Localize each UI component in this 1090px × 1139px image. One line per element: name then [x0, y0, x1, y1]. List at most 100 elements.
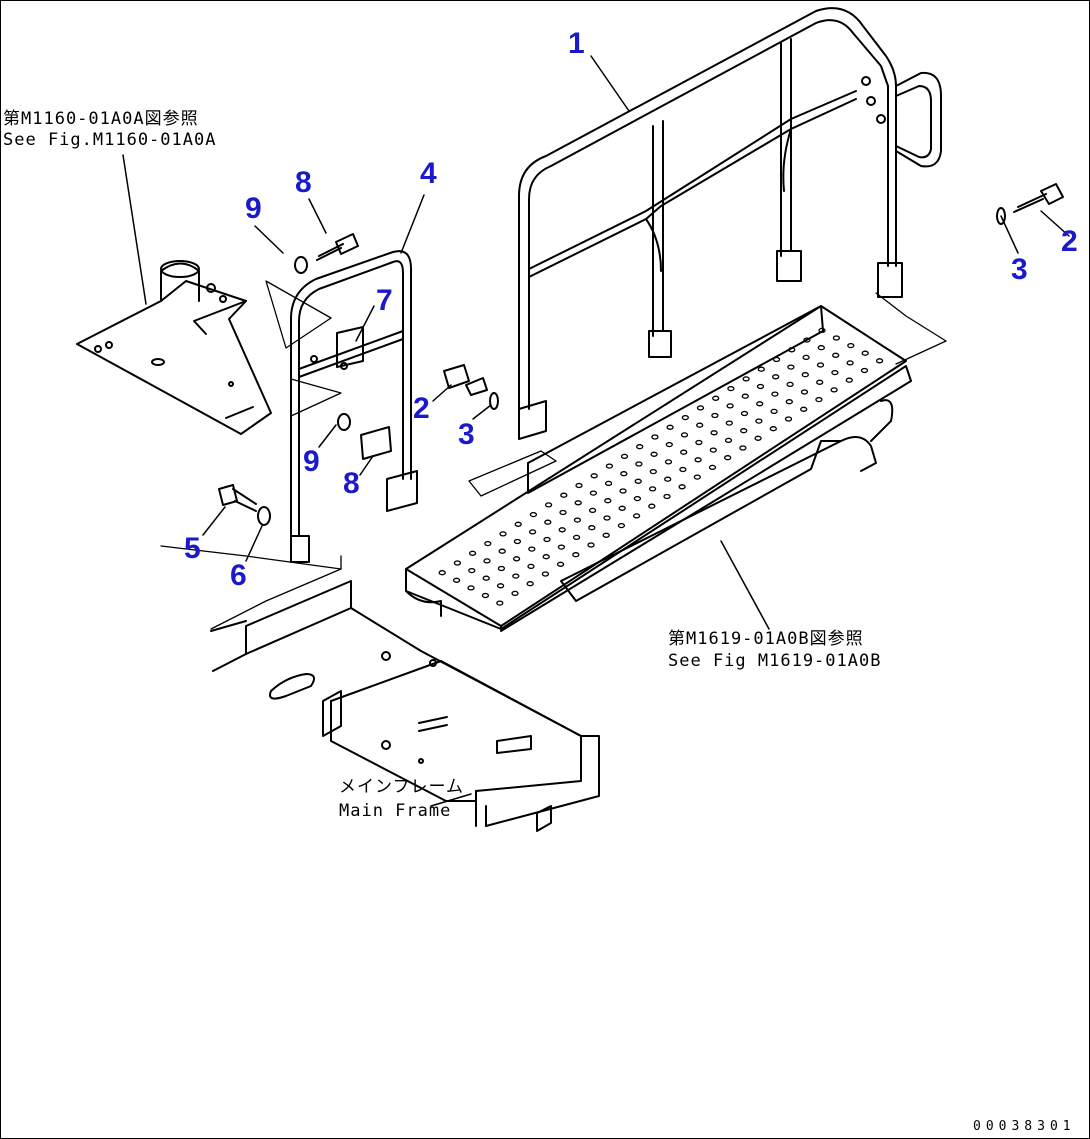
- perforation-hole: [544, 519, 552, 525]
- perforation-hole: [695, 439, 703, 446]
- perforation-hole: [633, 495, 642, 502]
- reference-note-en: See Fig.M1160-01A0A: [3, 130, 217, 150]
- perforation-hole: [772, 356, 781, 363]
- perforation-hole: [757, 366, 765, 372]
- reference-note-en-right: See Fig M1619-01A0B: [668, 651, 882, 671]
- perforation-hole: [846, 360, 854, 366]
- perforation-hole: [727, 385, 735, 392]
- perforation-hole: [573, 517, 582, 523]
- bracket-plate: [76, 260, 272, 435]
- perforation-hole: [648, 486, 657, 492]
- perforation-hole: [497, 565, 506, 572]
- perforation-hole: [696, 405, 705, 411]
- perforation-hole: [664, 459, 673, 465]
- perforation-hole: [651, 434, 659, 440]
- perforation-hole: [559, 509, 567, 516]
- perforation-hole: [558, 527, 566, 533]
- perforation-hole: [800, 406, 808, 412]
- perforation-hole: [818, 327, 826, 334]
- perforation-hole: [712, 395, 720, 401]
- callout-1: 1: [568, 27, 585, 60]
- perforation-hole: [832, 352, 840, 358]
- perforation-hole: [678, 484, 686, 490]
- perforation-hole: [604, 498, 612, 504]
- perforation-hole: [572, 534, 581, 541]
- callout-8-mid: 8: [343, 467, 360, 500]
- perforation-hole: [514, 521, 522, 527]
- perforation-hole: [831, 369, 839, 376]
- perforation-hole: [649, 468, 657, 475]
- reference-note-jp-right: 第M1619-01A0B図参照: [668, 629, 864, 649]
- perforation-hole: [679, 466, 687, 473]
- perforation-hole: [847, 342, 855, 349]
- perforation-hole: [694, 457, 702, 463]
- perforation-hole: [708, 464, 717, 471]
- perforation-hole: [740, 410, 749, 417]
- perforation-hole: [453, 560, 462, 566]
- perforation-hole: [574, 500, 582, 506]
- perforation-hole: [572, 552, 580, 558]
- perforation-hole: [663, 493, 671, 500]
- perforation-hole: [755, 418, 763, 424]
- perforation-hole: [632, 513, 641, 519]
- perforation-hole: [756, 401, 764, 407]
- callout-8-top: 8: [295, 166, 312, 199]
- perforation-hole: [724, 437, 733, 444]
- perforation-hole: [784, 416, 793, 422]
- perforation-hole: [587, 542, 595, 548]
- perforation-hole: [544, 502, 553, 508]
- perforation-hole: [665, 441, 673, 448]
- callout-6: 6: [230, 559, 247, 592]
- callout-3-right: 3: [1011, 253, 1028, 286]
- walkway: [405, 305, 912, 632]
- perforation-hole: [815, 396, 823, 403]
- perforation-hole: [603, 515, 611, 521]
- mount-planes: [160, 280, 947, 630]
- perforation-hole: [527, 563, 535, 570]
- perforation-hole: [650, 451, 658, 457]
- perforation-hole: [664, 476, 672, 482]
- perforation-hole: [785, 399, 793, 405]
- callout-2-center: 2: [413, 392, 430, 425]
- perforation-hole: [680, 432, 689, 438]
- perforation-hole: [635, 461, 643, 467]
- perforation-hole: [725, 420, 733, 426]
- perforation-hole: [452, 577, 461, 583]
- perforation-hole: [711, 412, 719, 419]
- perforation-hole: [588, 507, 597, 514]
- perforation-hole: [618, 505, 626, 511]
- perforation-hole: [801, 372, 809, 378]
- callout-9-top: 9: [245, 192, 262, 225]
- callout-5: 5: [184, 532, 201, 565]
- perforation-hole: [787, 364, 795, 370]
- perforation-hole: [541, 571, 550, 577]
- perforation-hole: [816, 362, 825, 368]
- perforation-hole: [619, 488, 627, 494]
- perforation-hole: [772, 374, 780, 380]
- perforation-hole: [666, 424, 674, 430]
- perforation-hole: [771, 391, 779, 397]
- perforation-hole: [634, 478, 642, 484]
- perforation-hole: [693, 474, 701, 480]
- perforation-hole: [680, 449, 688, 455]
- perforation-hole: [620, 471, 628, 477]
- perforation-hole: [483, 558, 491, 564]
- perforation-hole: [741, 393, 749, 399]
- perforation-hole: [496, 600, 504, 606]
- perforation-hole: [590, 473, 598, 479]
- perforation-hole: [468, 550, 477, 556]
- callout-7: 7: [376, 284, 393, 317]
- perforation-hole: [861, 350, 869, 356]
- perforation-hole: [512, 556, 521, 562]
- perforation-hole: [786, 381, 794, 388]
- perforation-hole: [681, 414, 689, 421]
- callout-2-right: 2: [1061, 225, 1078, 258]
- perforation-hole: [696, 422, 704, 428]
- perforation-hole: [511, 590, 519, 597]
- callout-9-mid: 9: [303, 445, 320, 478]
- perforation-hole: [770, 408, 778, 415]
- perforation-hole: [739, 445, 747, 451]
- perforation-hole: [832, 335, 841, 341]
